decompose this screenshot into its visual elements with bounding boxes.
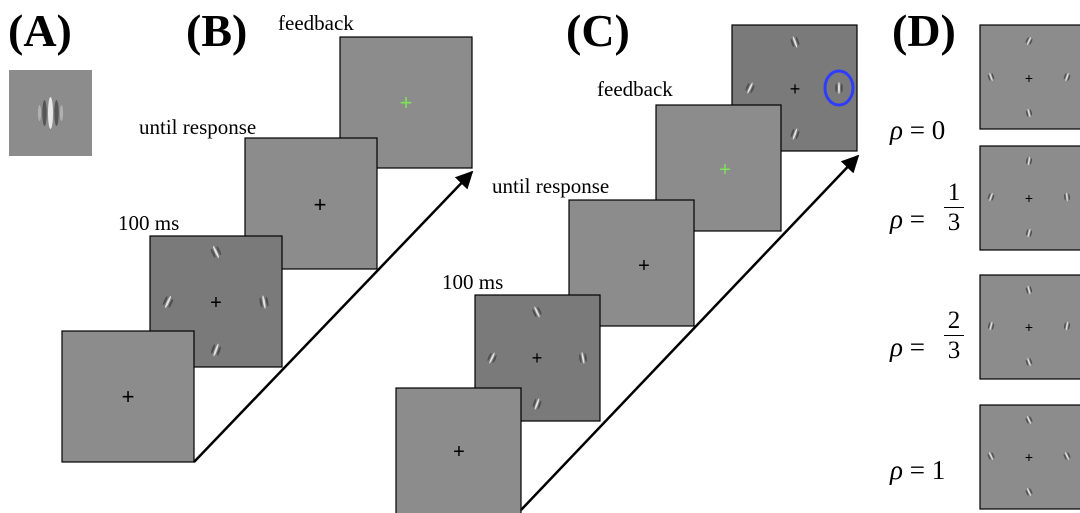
panel-label-d: (D) [892, 5, 956, 56]
rho-symbol: ρ [890, 204, 903, 234]
label-c-until-response: until response [492, 174, 610, 198]
gabor-patch [532, 398, 542, 410]
fixation-cross-green: + [400, 90, 413, 115]
target-circle [823, 69, 855, 107]
gabor-patch [987, 321, 995, 331]
gabor-patch [210, 245, 222, 259]
svg-text:+: + [1025, 319, 1033, 335]
panel-label-a: (A) [8, 5, 72, 56]
gabor-patch [1063, 72, 1071, 82]
rho-value: 0 [931, 115, 946, 145]
gabor-patch [987, 192, 995, 202]
rho-symbol: ρ [890, 115, 903, 145]
gabor-patch [1026, 156, 1032, 166]
gabor-patch [487, 352, 497, 364]
gabor-patch [1025, 285, 1033, 295]
fixation-cross: + [314, 192, 327, 217]
rho-label-0: ρ = 0 [890, 115, 946, 145]
rho-fraction-1-3: 1 3 [944, 180, 964, 236]
gabor-patch [1064, 192, 1070, 202]
gabor-example [9, 70, 92, 156]
fixation-cross: + [122, 384, 135, 409]
fixation-cross: + [453, 441, 465, 463]
fixation-cross: + [532, 348, 543, 368]
label-b-until-response: until response [139, 115, 257, 139]
gabor-patch [579, 352, 587, 364]
rho-symbol: ρ [890, 332, 903, 362]
screen-blank [61, 330, 195, 463]
svg-text:+: + [1025, 190, 1033, 206]
rho-fraction-2-3: 2 3 [944, 308, 964, 364]
rho-value: 1 [931, 455, 946, 485]
svg-text:+: + [1025, 449, 1033, 465]
label-b-feedback: feedback [278, 11, 354, 35]
gabor-patch [1025, 108, 1033, 118]
gabor-patch [790, 128, 800, 140]
rho-label-1-3: ρ = [890, 204, 925, 234]
gabor-patch [745, 82, 755, 94]
panel-label-c: (C) [566, 5, 630, 56]
time-arrow [520, 154, 860, 511]
fraction-numerator: 1 [947, 179, 961, 206]
gabor-patch [987, 451, 995, 461]
rho-label-2-3: ρ = [890, 332, 925, 362]
correlation-conditions: + + + + [979, 24, 1080, 510]
fraction-denominator: 3 [947, 337, 961, 364]
label-c-100ms: 100 ms [442, 270, 504, 294]
svg-text:+: + [1025, 70, 1033, 86]
time-arrow [193, 170, 474, 463]
fixation-cross: + [790, 79, 801, 99]
condition-screen-rho-1 [979, 404, 1080, 510]
gabor-patch [835, 82, 843, 94]
gabor-patch [1025, 415, 1033, 425]
rho-label-1: ρ = 1 [890, 455, 946, 485]
fixation-cross: + [210, 292, 222, 314]
condition-screen-rho-1-3 [979, 145, 1080, 251]
rho-symbol: ρ [890, 455, 903, 485]
gabor-patch [1064, 321, 1070, 331]
sequence-c: + + + + + [395, 24, 860, 513]
gabor-patch [211, 343, 221, 357]
gabor-patch [1025, 487, 1033, 497]
panel-label-b: (B) [186, 5, 248, 56]
gabor-patch [1025, 228, 1033, 238]
label-b-100ms: 100 ms [118, 211, 180, 235]
gabor-patch [790, 36, 800, 48]
screen-blank [395, 387, 522, 513]
fixation-cross: + [638, 255, 650, 277]
label-c-feedback: feedback [597, 77, 673, 101]
gabor-patch [259, 295, 269, 309]
fixation-cross-green: + [719, 159, 731, 181]
gabor-patch [987, 72, 995, 82]
fraction-numerator: 2 [947, 307, 961, 334]
gabor-stimuli [162, 36, 1071, 497]
gabor-patch [1063, 451, 1071, 461]
gabor-patch [1025, 357, 1033, 367]
fraction-denominator: 3 [947, 209, 961, 236]
sequence-b: + + + + [61, 36, 474, 463]
gabor-patch [162, 295, 174, 309]
gabor-patch [1025, 36, 1033, 46]
gabor-patch [532, 306, 542, 318]
